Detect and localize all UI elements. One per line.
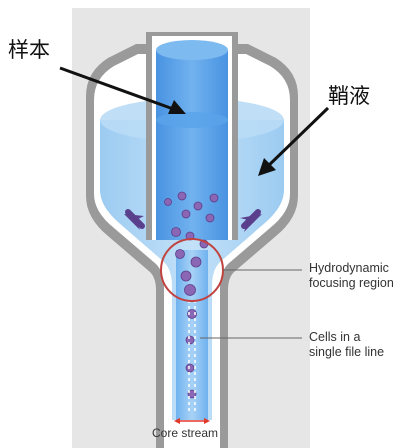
core-stream-arrow-icon <box>174 418 210 424</box>
cell <box>187 389 197 399</box>
cells-label-line-2: single file line <box>309 345 385 359</box>
hydrodynamic-label-line-1: Hydrodynamic <box>309 261 389 275</box>
sheath-pointer-arrow <box>258 106 330 176</box>
sample-tube <box>156 50 228 240</box>
cell <box>187 309 197 319</box>
cells-single-file-label: Cells in a single file line <box>309 330 384 360</box>
hydrodynamic-focusing-label: Hydrodynamic focusing region <box>309 261 394 291</box>
core-stream-label: Core stream <box>152 426 219 440</box>
cell <box>180 270 192 282</box>
flow-arrow-icon <box>240 209 262 232</box>
cell <box>193 201 203 211</box>
cells-label-line-1: Cells in a <box>309 330 361 344</box>
flow-arrow-icon <box>124 209 145 230</box>
cell <box>181 209 191 219</box>
cell <box>209 193 219 203</box>
cell <box>175 249 185 259</box>
sample-label: 样本 <box>8 38 50 62</box>
cell <box>184 284 196 296</box>
sample-tube-mid-surface <box>156 112 228 128</box>
cell <box>171 227 181 237</box>
cell <box>177 191 187 201</box>
cell <box>185 335 195 345</box>
sample-pointer-arrow <box>59 66 186 114</box>
cell <box>164 198 172 206</box>
sheath-fluid-label: 鞘液 <box>328 84 370 108</box>
cell <box>190 256 202 268</box>
sample-tube-top <box>156 40 228 60</box>
cells <box>164 191 219 399</box>
cell <box>185 363 195 373</box>
hydrodynamic-label-line-2: focusing region <box>309 276 394 290</box>
cell <box>205 213 215 223</box>
